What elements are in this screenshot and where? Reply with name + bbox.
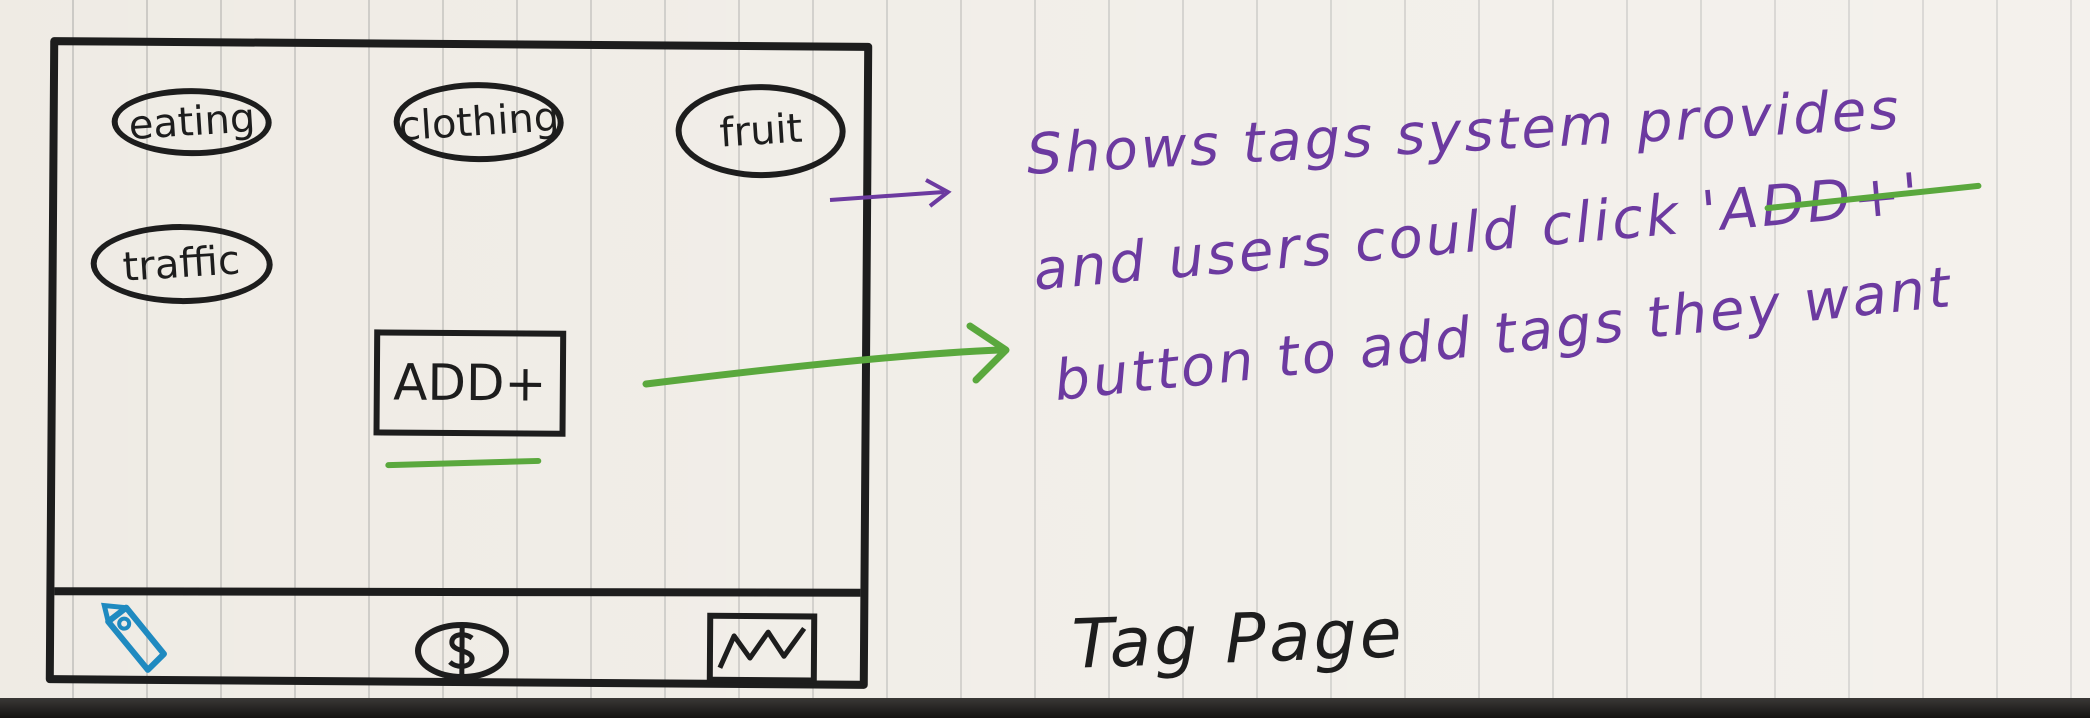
- tag-eating[interactable]: eating: [111, 87, 272, 157]
- add-button-highlight: [385, 457, 542, 469]
- tag-label: traffic: [121, 237, 242, 291]
- purple-arrow: [829, 178, 952, 208]
- tag-traffic[interactable]: traffic: [90, 223, 273, 305]
- tag-label: clothing: [397, 94, 561, 151]
- table-edge: [0, 698, 2090, 718]
- dollar-coin-icon[interactable]: [412, 618, 512, 685]
- add-tag-button[interactable]: ADD+: [373, 329, 567, 437]
- tag-label: fruit: [717, 105, 804, 157]
- tag-fruit[interactable]: fruit: [675, 83, 846, 179]
- page-caption: Tag Page: [1070, 594, 1406, 685]
- annotation-line-1: Shows tags system provides: [1024, 77, 1903, 188]
- tag-clothing[interactable]: clothing: [393, 81, 564, 163]
- tab-bar: [54, 587, 861, 597]
- add-button-label: ADD+: [393, 353, 547, 413]
- tag-label: eating: [127, 95, 257, 150]
- phone-wireframe: eating clothing fruit traffic ADD+: [45, 37, 873, 691]
- pen-icon[interactable]: [94, 601, 185, 682]
- green-arrow: [642, 322, 1010, 388]
- line-chart-icon[interactable]: [704, 610, 825, 691]
